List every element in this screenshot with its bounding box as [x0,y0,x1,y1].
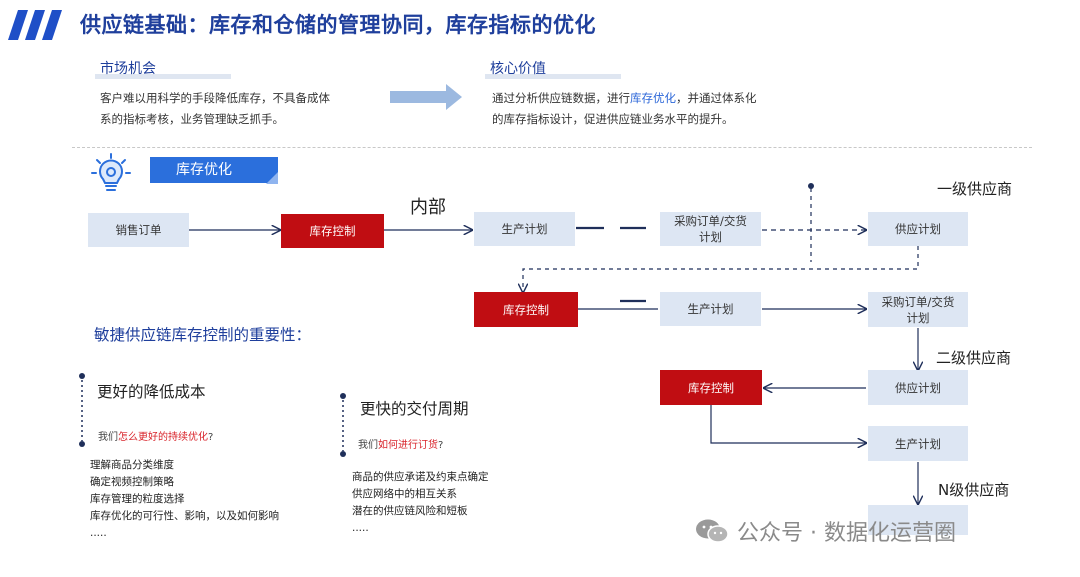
section-underline [485,74,621,79]
dashed-divider [72,147,1032,148]
watermark: 公众号 · 数据化运营圈 [695,515,956,547]
market-text-line1: 客户难以用科学的手段降低库存，不具备成体 [100,91,330,105]
importance-heading: 敏捷供应链库存控制的重要性： [94,326,312,344]
core-text-line2: 的库存指标设计，促进供应链业务水平的提升。 [492,112,734,126]
market-heading: 市场机会 [100,61,156,77]
list-item: ..... [352,522,369,534]
sales-order-box: 销售订单 [88,213,189,247]
core-text-line1: 通过分析供应链数据，进行库存优化，并通过体系化 [492,91,757,105]
list-item: 确定视频控制策略 [90,476,174,488]
delivery-title: 更快的交付周期 [360,400,469,418]
list-item: ..... [90,527,107,539]
page-title: 供应链基础：库存和仓储的管理协同，库存指标的优化 [80,13,596,37]
section-underline [95,74,231,79]
cost-question: 我们怎么更好的持续优化? [98,432,214,443]
list-item: 商品的供应承诺及约束点确定 [352,471,489,483]
purchase-order-box-1: 采购订单/交货计划 [660,212,761,246]
lightbulb-gear-icon [91,153,131,191]
cost-list: 理解商品分类维度 确定视频控制策略 库存管理的粒度选择 库存优化的可行性、影响，… [90,457,279,542]
list-item: 供应网络中的相互关系 [352,488,457,500]
tier2-supplier-label: 二级供应商 [936,349,1012,367]
supply-plan-box-2: 供应计划 [868,370,968,405]
market-text-line2: 系的指标考核，业务管理缺乏抓手。 [100,112,284,126]
production-plan-box-1: 生产计划 [474,212,575,246]
tierN-box-partial [868,505,968,535]
section-banner: 库存优化 [150,157,278,183]
delivery-question: 我们如何进行订货? [358,440,444,451]
production-plan-box-2: 生产计划 [660,292,761,326]
inventory-control-box-1: 库存控制 [281,214,384,248]
list-item: 潜在的供应链风险和短板 [352,505,468,517]
inventory-control-box-2: 库存控制 [474,292,578,327]
cost-reduction-title: 更好的降低成本 [97,383,206,401]
supply-plan-box-1: 供应计划 [868,212,968,246]
production-plan-box-3: 生产计划 [868,426,968,461]
purchase-order-box-2: 采购订单/交货计划 [868,292,968,327]
tierN-supplier-label: N级供应商 [938,481,1010,499]
list-item: 库存优化的可行性、影响，以及如何影响 [90,510,279,522]
list-item: 理解商品分类维度 [90,459,174,471]
core-highlight: 库存优化 [630,91,676,105]
delivery-list: 商品的供应承诺及约束点确定 供应网络中的相互关系 潜在的供应链风险和短板 ...… [352,469,489,537]
watermark-text: 公众号 · 数据化运营圈 [737,521,956,546]
right-arrow-icon [390,84,462,110]
wechat-icon [696,519,729,543]
internal-label: 内部 [410,197,446,218]
inventory-control-box-3: 库存控制 [660,370,762,405]
core-heading: 核心价值 [490,61,546,77]
list-item: 库存管理的粒度选择 [90,493,185,505]
logo-stripes-icon [8,10,62,40]
tier1-supplier-label: 一级供应商 [937,180,1013,198]
